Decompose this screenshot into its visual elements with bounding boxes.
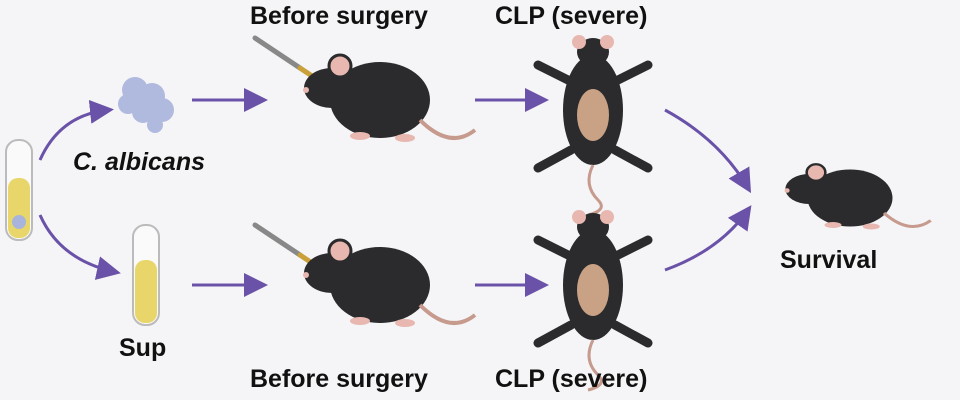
label-c-albicans: C. albicans: [73, 148, 205, 176]
curved-arrow-to-sup: [38, 214, 121, 280]
mouse-clp-bottom: [538, 210, 648, 390]
mouse-clp-top: [538, 35, 648, 215]
mouse-survival: [782, 162, 933, 232]
arrows: [38, 88, 752, 297]
arrow-top-to-survival: [664, 108, 752, 194]
label-survival: Survival: [780, 246, 878, 274]
syringe-top: [252, 35, 315, 79]
label-top-clp: CLP (severe): [495, 2, 648, 30]
supernatant-tube: [132, 224, 160, 326]
mouse-gavage-bottom: [301, 238, 477, 329]
syringe-bottom: [252, 222, 315, 266]
arrow-bottom-to-survival: [664, 205, 752, 272]
culture-tube: [5, 139, 33, 241]
mouse-gavage-top: [301, 53, 477, 144]
c-albicans-cells: [118, 77, 174, 133]
label-bottom-before-surgery: Before surgery: [250, 365, 428, 393]
curved-arrow-to-c-albicans: [38, 99, 114, 161]
label-sup: Sup: [119, 334, 167, 362]
label-top-before-surgery: Before surgery: [250, 2, 428, 30]
label-bottom-clp: CLP (severe): [495, 365, 648, 393]
